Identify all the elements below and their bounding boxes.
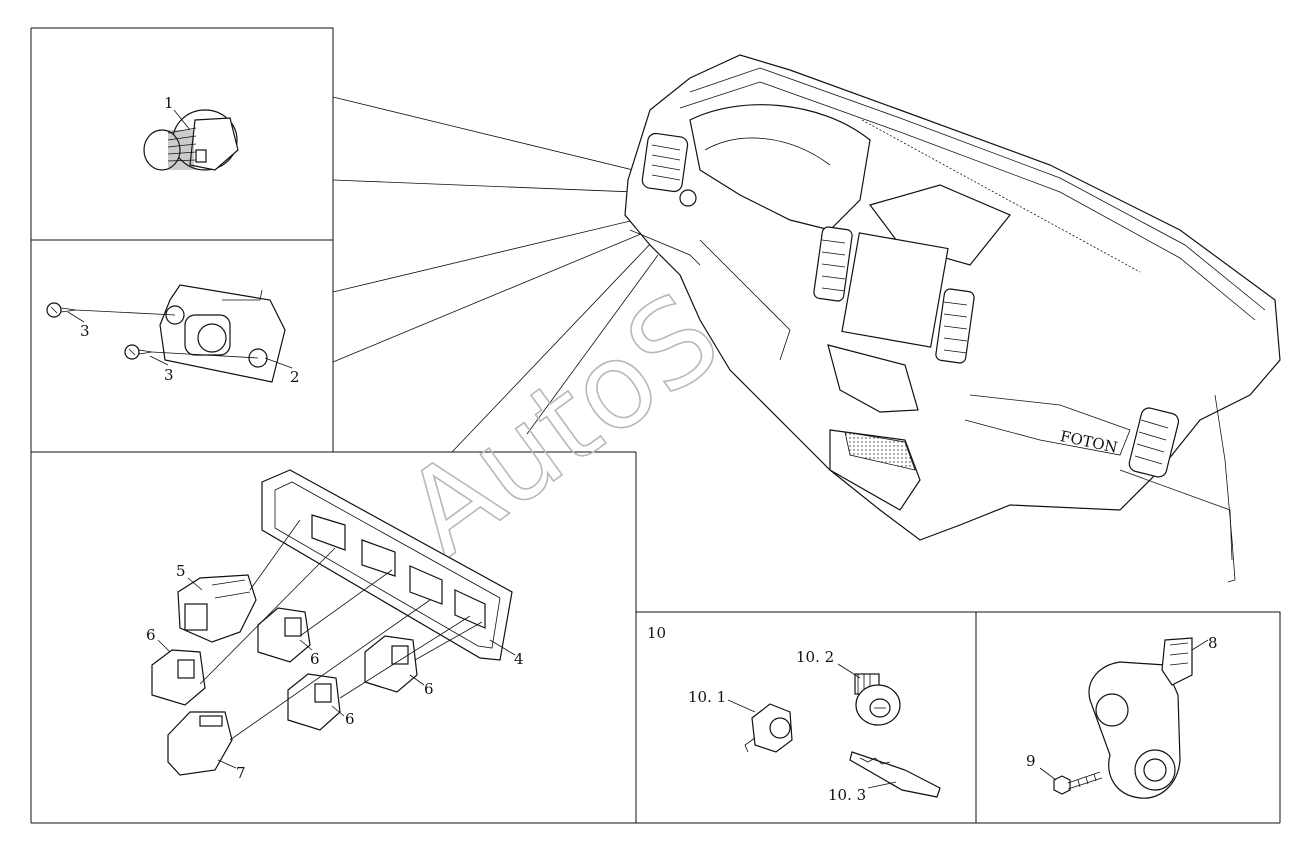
callout-9: 9 bbox=[1026, 752, 1036, 770]
part-10-3-key bbox=[849, 751, 941, 798]
instrument-panel-assembly: FOTON bbox=[624, 54, 1281, 583]
part-5-switch bbox=[177, 574, 257, 643]
part-2-switch-with-bracket bbox=[159, 284, 293, 383]
callout-6-middle: 6 bbox=[345, 710, 355, 728]
callout-10-3: 10. 3 bbox=[828, 786, 866, 804]
callout-6-upper: 6 bbox=[310, 650, 320, 668]
part-1-knob-switch bbox=[143, 109, 239, 171]
callout-3-lower: 3 bbox=[164, 366, 174, 384]
callout-6-right: 6 bbox=[424, 680, 434, 698]
callout-10-2: 10. 2 bbox=[796, 648, 834, 666]
callout-8: 8 bbox=[1208, 634, 1218, 652]
frame-part-10 bbox=[636, 611, 1281, 823]
part-8-sensor bbox=[1088, 637, 1209, 799]
part-3-screw-lower bbox=[124, 344, 259, 366]
callout-1: 1 bbox=[164, 94, 174, 112]
callout-2: 2 bbox=[290, 368, 300, 386]
part-3-screw-upper bbox=[46, 302, 176, 323]
callout-7: 7 bbox=[236, 764, 246, 782]
part-10-1-ignition-switch bbox=[727, 699, 793, 753]
switch-leader-lines bbox=[199, 519, 483, 741]
frame-leader-lines bbox=[332, 96, 669, 453]
callout-4: 4 bbox=[514, 650, 524, 668]
callout-10-1: 10. 1 bbox=[688, 688, 726, 706]
callout-3-upper: 3 bbox=[80, 322, 90, 340]
part-6-switch-middle bbox=[287, 673, 345, 731]
detail-frames bbox=[30, 27, 1281, 824]
part-7-switch bbox=[167, 711, 237, 776]
callout-10: 10 bbox=[647, 624, 666, 642]
part-6-switch-upper bbox=[257, 607, 313, 663]
part-10-2-lock-cylinder bbox=[837, 663, 901, 726]
part-9-bolt bbox=[1039, 767, 1103, 795]
part-4-switch-panel-frame bbox=[261, 469, 516, 661]
callout-5: 5 bbox=[176, 562, 186, 580]
frame-part-1 bbox=[31, 27, 334, 240]
callout-6-left: 6 bbox=[146, 626, 156, 644]
part-6-switch-left bbox=[151, 639, 206, 706]
